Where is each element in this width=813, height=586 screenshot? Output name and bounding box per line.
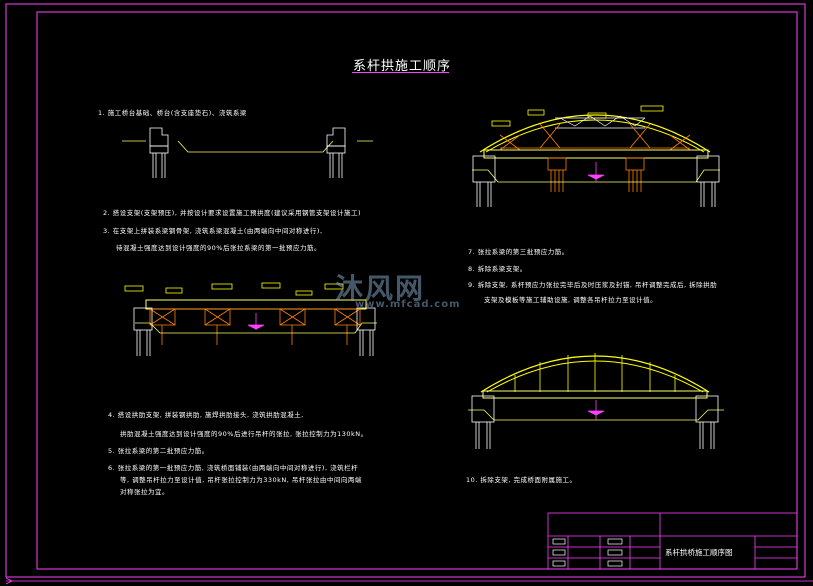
bottom-arrow-head	[5, 577, 13, 585]
figure-step1	[122, 127, 373, 178]
girder-step3	[145, 299, 367, 310]
figure-step7	[472, 105, 720, 207]
pier-right-7	[696, 155, 720, 207]
pier-left-3	[133, 307, 153, 356]
girder-step10	[482, 390, 708, 399]
arch-rib-upper-7	[479, 114, 711, 153]
arch-rib-lower-7	[485, 119, 705, 153]
step-8-text: 8. 拆除系梁支架。	[468, 265, 527, 273]
scaffold-step3	[149, 308, 361, 345]
arch-scaffold-7	[499, 123, 691, 151]
title-block	[547, 512, 798, 570]
hangers-10	[514, 353, 676, 392]
pier-right-10	[695, 395, 719, 449]
step-9-text-b: 支架及模板等施工辅助设施, 调整各吊杆拉力至设计值。	[484, 296, 658, 304]
step-1-text: 1. 施工桥台基础、桥台(含支座垫石)、浇筑系梁	[98, 109, 247, 117]
step-9-text-a: 9. 拆除支架, 系杆预应力张拉完毕后及时压浆及封锚, 吊杆调整完成后, 拆除拱…	[468, 281, 718, 289]
girder-step7	[483, 149, 709, 159]
step-2-text: 2. 搭设支架(支架预压), 并按设计要求设置施工预拱度(建议采用钢管支架设计施…	[103, 209, 362, 217]
pier-left-10	[471, 395, 495, 449]
pier-left-7	[472, 155, 496, 207]
figure-step10	[468, 353, 724, 449]
labels-step3	[124, 282, 344, 296]
step-4-text-a: 4. 搭设拱肋支架, 拼装钢拱肋, 施焊拱肋接头, 浇筑拱肋混凝土,	[108, 411, 304, 419]
step-4-text-b: 拱肋混凝土强度达到设计强度的90%后进行吊杆的张拉, 张拉控制力为130kN。	[120, 430, 368, 438]
centerline-step3	[247, 313, 265, 330]
sheet-title: 系杆拱桥施工顺序图	[665, 548, 733, 557]
step-10-text: 10. 拆除支架, 完成桥面附属施工。	[466, 476, 577, 484]
step-3-text-b: 待混凝土强度达到设计强度的90%后张拉系梁的第一批预应力筋。	[116, 244, 321, 252]
step-3-text-a: 3. 在支架上拼装系梁钢骨架, 浇筑系梁混凝土(由两端向中间对称进行),	[103, 227, 323, 235]
watermark-url: www.mfcad.com	[355, 299, 461, 310]
arch-truss-7	[555, 115, 646, 129]
step-6-text-b: 等, 调整吊杆拉力至设计值, 吊杆张拉控制力为330kN, 吊杆张拉由中间向两端	[120, 476, 362, 484]
figure-step3	[124, 282, 377, 356]
temp-piers-7	[547, 157, 645, 192]
inner-frame	[36, 11, 798, 570]
drawing-title: 系杆拱施工顺序	[353, 59, 452, 74]
step-6-text-c: 对称张拉为宜。	[120, 488, 169, 496]
pier-right-1	[326, 127, 346, 178]
pier-left-1	[149, 127, 169, 178]
centerline-step7	[587, 162, 605, 182]
title-block-cells	[552, 538, 623, 567]
step-5-text: 5. 张拉系梁的第二批预应力筋。	[108, 447, 209, 455]
step-7-text: 7. 张拉系梁的第三批预应力筋。	[468, 248, 569, 256]
centerline-step10	[587, 400, 605, 420]
outer-frame	[5, 3, 806, 578]
step-6-text-a: 6. 张拉系梁的第一批预应力筋, 浇筑桥面铺装(由两端向中间对称进行), 浇筑栏…	[108, 464, 359, 472]
watermark: 沐风网 www.mfcad.com	[335, 267, 460, 310]
pier-right-3	[356, 307, 376, 356]
watermark-brand: 沐风网	[335, 272, 426, 305]
title-underline	[352, 72, 449, 73]
